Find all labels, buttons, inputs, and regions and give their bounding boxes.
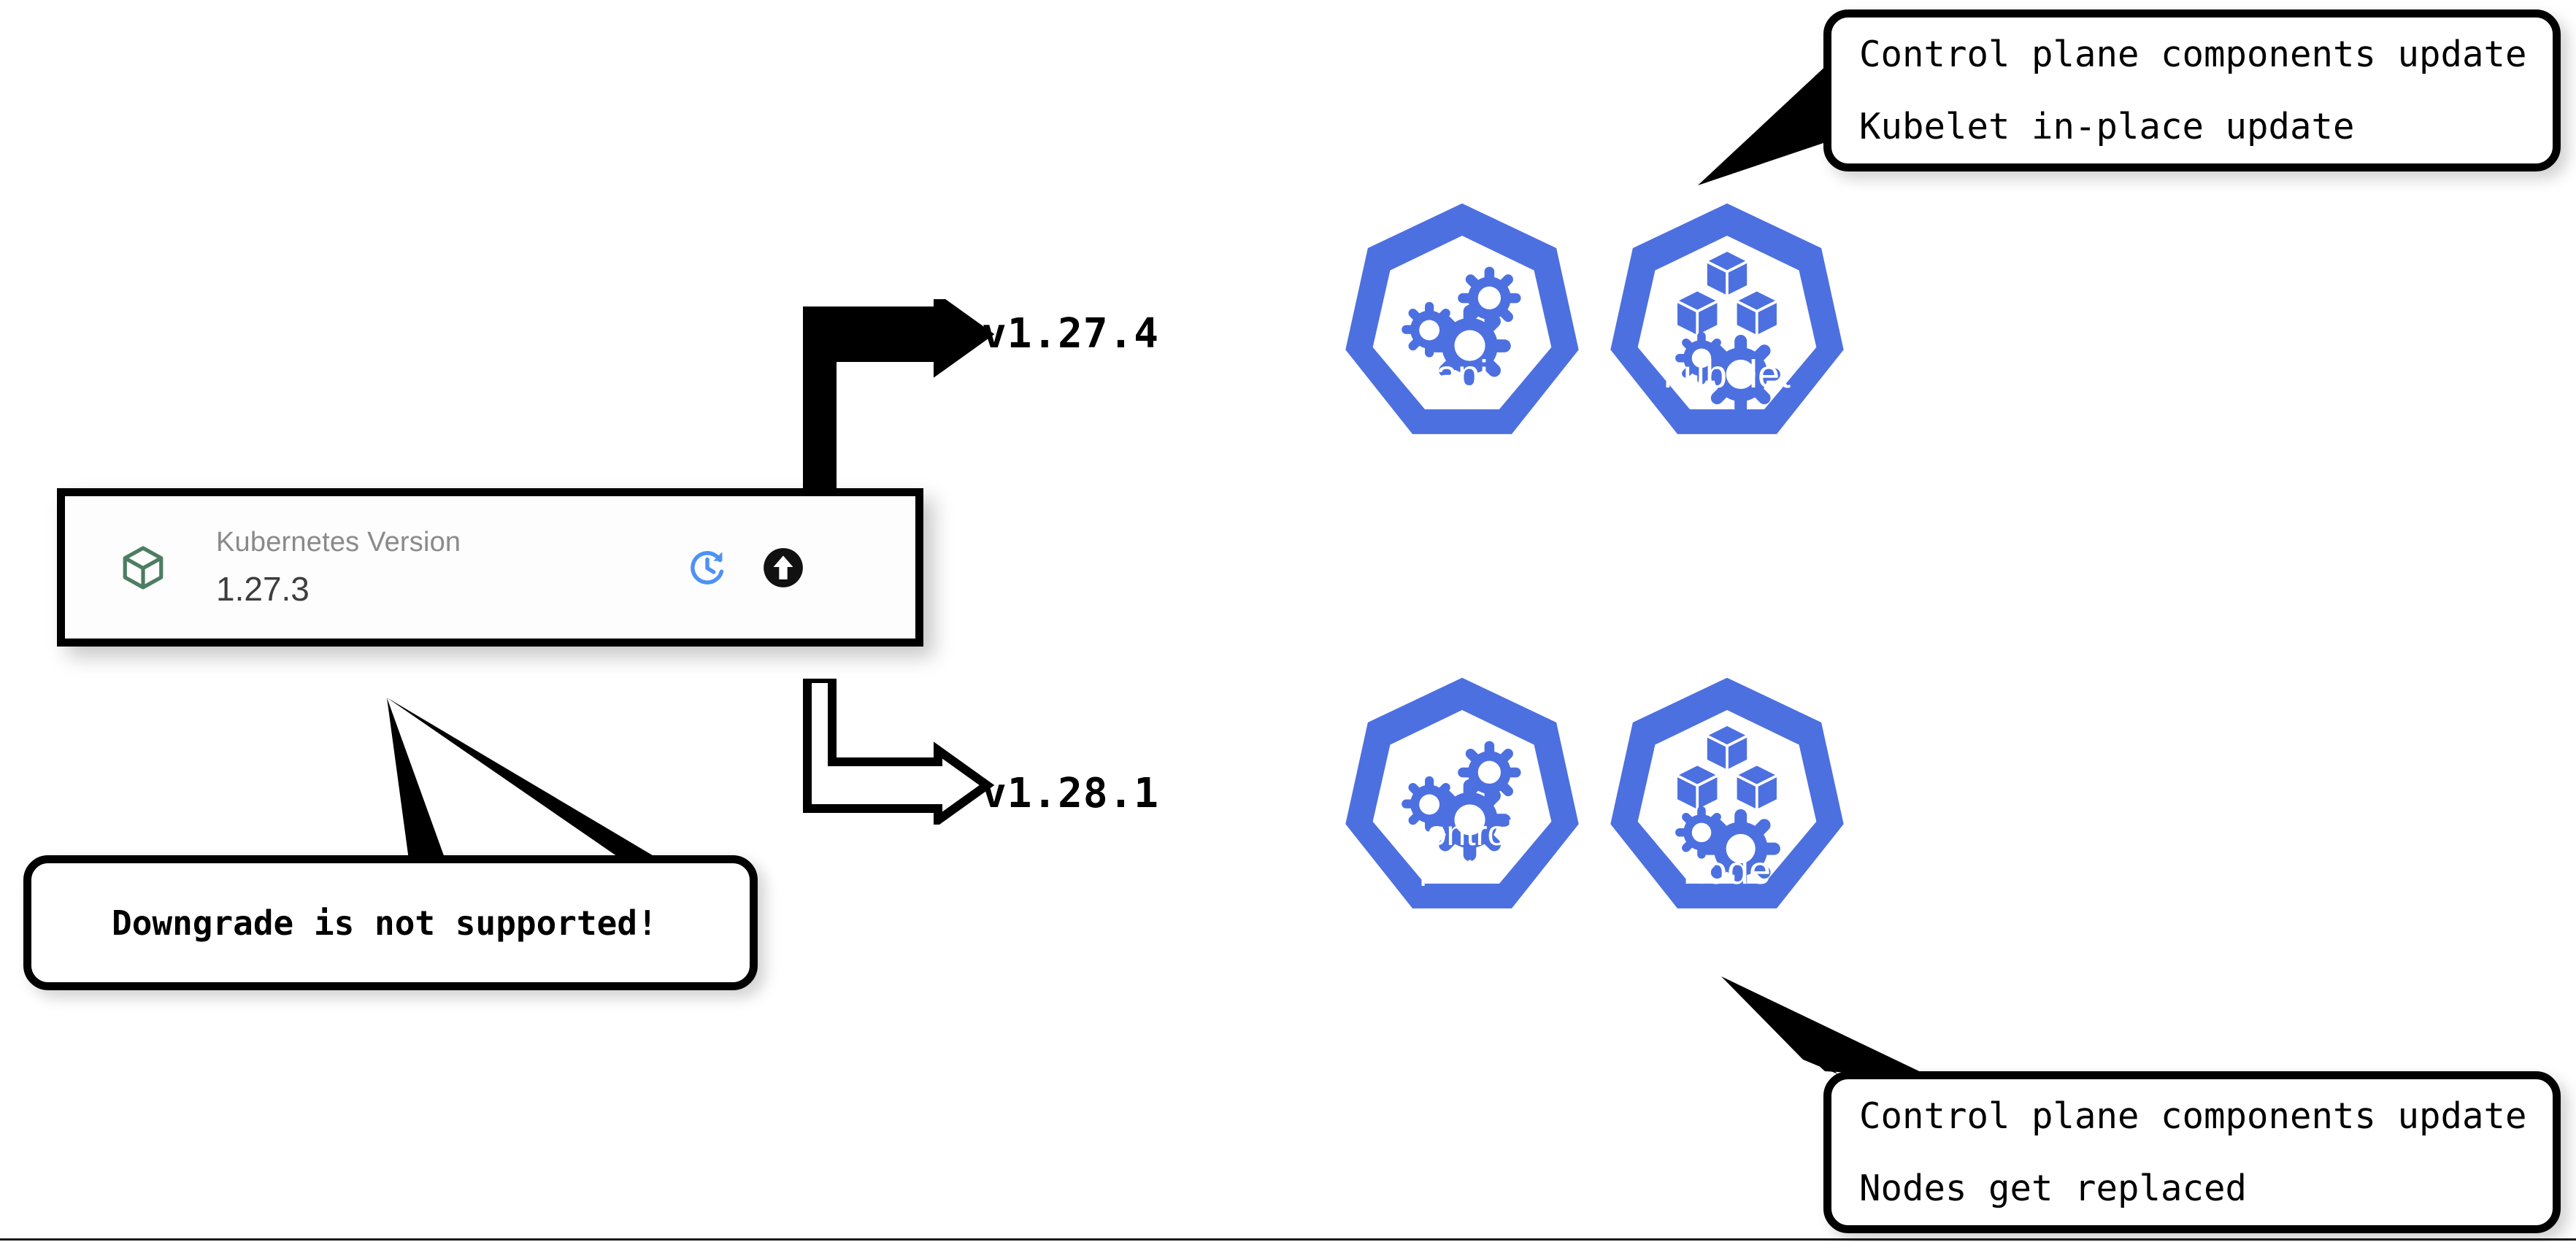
k8s-logo-node bbox=[1610, 677, 1844, 909]
upgrade-arrow-icon[interactable] bbox=[761, 545, 806, 590]
callout-downgrade-tail bbox=[387, 698, 660, 860]
callout-downgrade: Downgrade is not supported! bbox=[23, 855, 758, 990]
kubernetes-version-card-inner: Kubernetes Version 1.27.3 bbox=[65, 496, 915, 639]
callout-bottom: Control plane components update Nodes ge… bbox=[1823, 1071, 2561, 1233]
callout-bottom-line-1: Control plane components update bbox=[1859, 1095, 2527, 1137]
callout-top-line-2: Kubelet in-place update bbox=[1859, 106, 2355, 147]
branch-version-label-lower: v1.28.1 bbox=[982, 770, 1160, 817]
bottom-divider bbox=[0, 1238, 2576, 1241]
history-restore-icon[interactable] bbox=[685, 545, 730, 590]
k8s-logo-api bbox=[1345, 203, 1579, 434]
elbow-arrow-down-right bbox=[803, 679, 995, 825]
k8s-logo-control-plane bbox=[1345, 677, 1579, 909]
k8s-logo-kubelet bbox=[1610, 203, 1844, 434]
branch-version-label-upper: v1.27.4 bbox=[982, 310, 1160, 358]
callout-top: Control plane components update Kubelet … bbox=[1823, 9, 2561, 171]
callout-bottom-tail bbox=[1721, 976, 1931, 1077]
card-action-group bbox=[685, 545, 806, 590]
callout-bottom-line-2: Nodes get replaced bbox=[1859, 1168, 2248, 1209]
callout-top-line-1: Control plane components update bbox=[1859, 34, 2527, 75]
kubernetes-version-card[interactable]: Kubernetes Version 1.27.3 bbox=[57, 488, 923, 647]
version-label: Kubernetes Version bbox=[216, 526, 461, 558]
elbow-arrow-up-right bbox=[803, 299, 995, 496]
callout-downgrade-line-1: Downgrade is not supported! bbox=[112, 903, 658, 943]
version-text-block: Kubernetes Version 1.27.3 bbox=[216, 526, 461, 609]
cube-icon bbox=[123, 545, 164, 590]
version-value: 1.27.3 bbox=[216, 570, 309, 609]
